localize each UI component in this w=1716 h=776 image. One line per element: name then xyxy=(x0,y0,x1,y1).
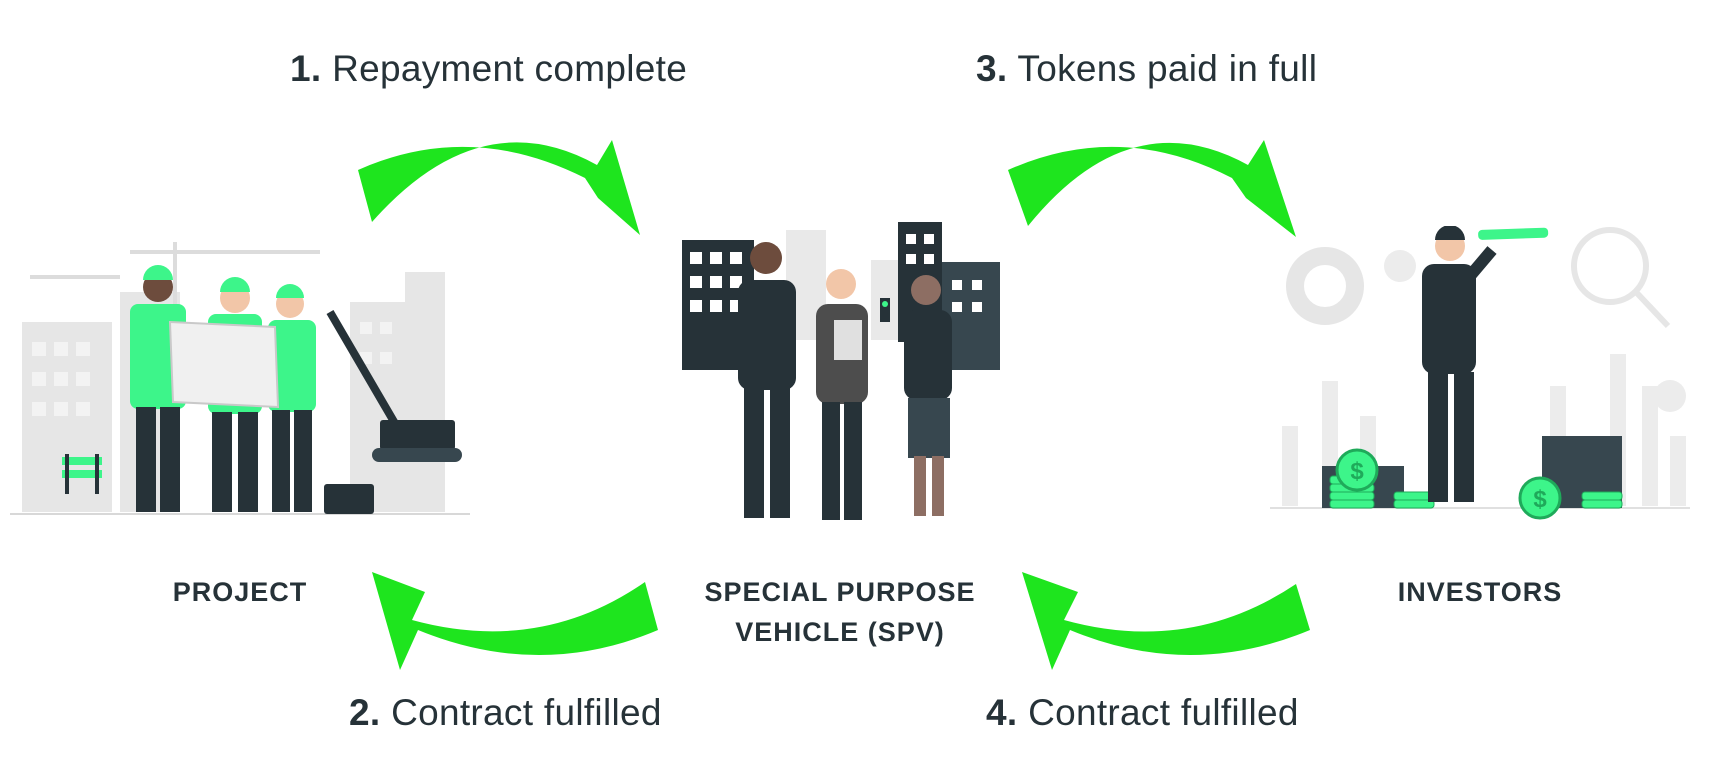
magnifier-icon xyxy=(1571,227,1671,329)
spv-label: SPECIAL PURPOSE VEHICLE (SPV) xyxy=(670,572,1010,652)
person-man xyxy=(738,242,796,518)
businessman xyxy=(1422,226,1497,502)
spv-label-line2: VEHICLE (SPV) xyxy=(735,617,945,647)
step-3-label: 3. Tokens paid in full xyxy=(976,48,1317,90)
blueprint-icon xyxy=(168,320,280,409)
traffic-light-icon xyxy=(880,298,890,322)
step-1-text: Repayment complete xyxy=(332,48,688,89)
barrier-icon xyxy=(62,454,102,494)
worker-right xyxy=(268,284,316,512)
investors-illustration: $ $ xyxy=(1270,226,1690,520)
project-illustration xyxy=(10,242,470,515)
svg-text:$: $ xyxy=(1533,486,1547,513)
step-4-number: 4. xyxy=(986,692,1018,733)
step-1-number: 1. xyxy=(290,48,322,89)
arrow-2-icon xyxy=(372,572,658,670)
svg-text:$: $ xyxy=(1350,458,1364,485)
arrow-3-icon xyxy=(1008,140,1296,237)
coin-bg-icon xyxy=(1384,250,1416,282)
step-4-label: 4. Contract fulfilled xyxy=(986,692,1299,734)
step-1-label: 1. Repayment complete xyxy=(290,48,687,90)
step-2-label: 2. Contract fulfilled xyxy=(349,692,662,734)
arrow-4-icon xyxy=(1022,572,1310,670)
person-woman-right xyxy=(904,275,952,516)
step-3-text: Tokens paid in full xyxy=(1017,48,1318,89)
step-4-text: Contract fulfilled xyxy=(1028,692,1299,733)
step-2-text: Contract fulfilled xyxy=(391,692,662,733)
investors-label: INVESTORS xyxy=(1397,577,1563,607)
dollar-coin-icon: $ $ xyxy=(1335,448,1562,520)
telescope-icon xyxy=(1478,227,1549,240)
step-2-number: 2. xyxy=(349,692,381,733)
person-woman-center xyxy=(816,269,868,520)
donut-chart-icon xyxy=(1286,247,1364,325)
project-label: PROJECT xyxy=(172,577,308,607)
bag-icon xyxy=(324,484,374,514)
step-3-number: 3. xyxy=(976,48,1008,89)
spv-label-line1: SPECIAL PURPOSE xyxy=(704,577,976,607)
spv-illustration xyxy=(682,222,1000,520)
arrow-1-icon xyxy=(358,140,640,235)
crane-icon xyxy=(326,309,462,462)
